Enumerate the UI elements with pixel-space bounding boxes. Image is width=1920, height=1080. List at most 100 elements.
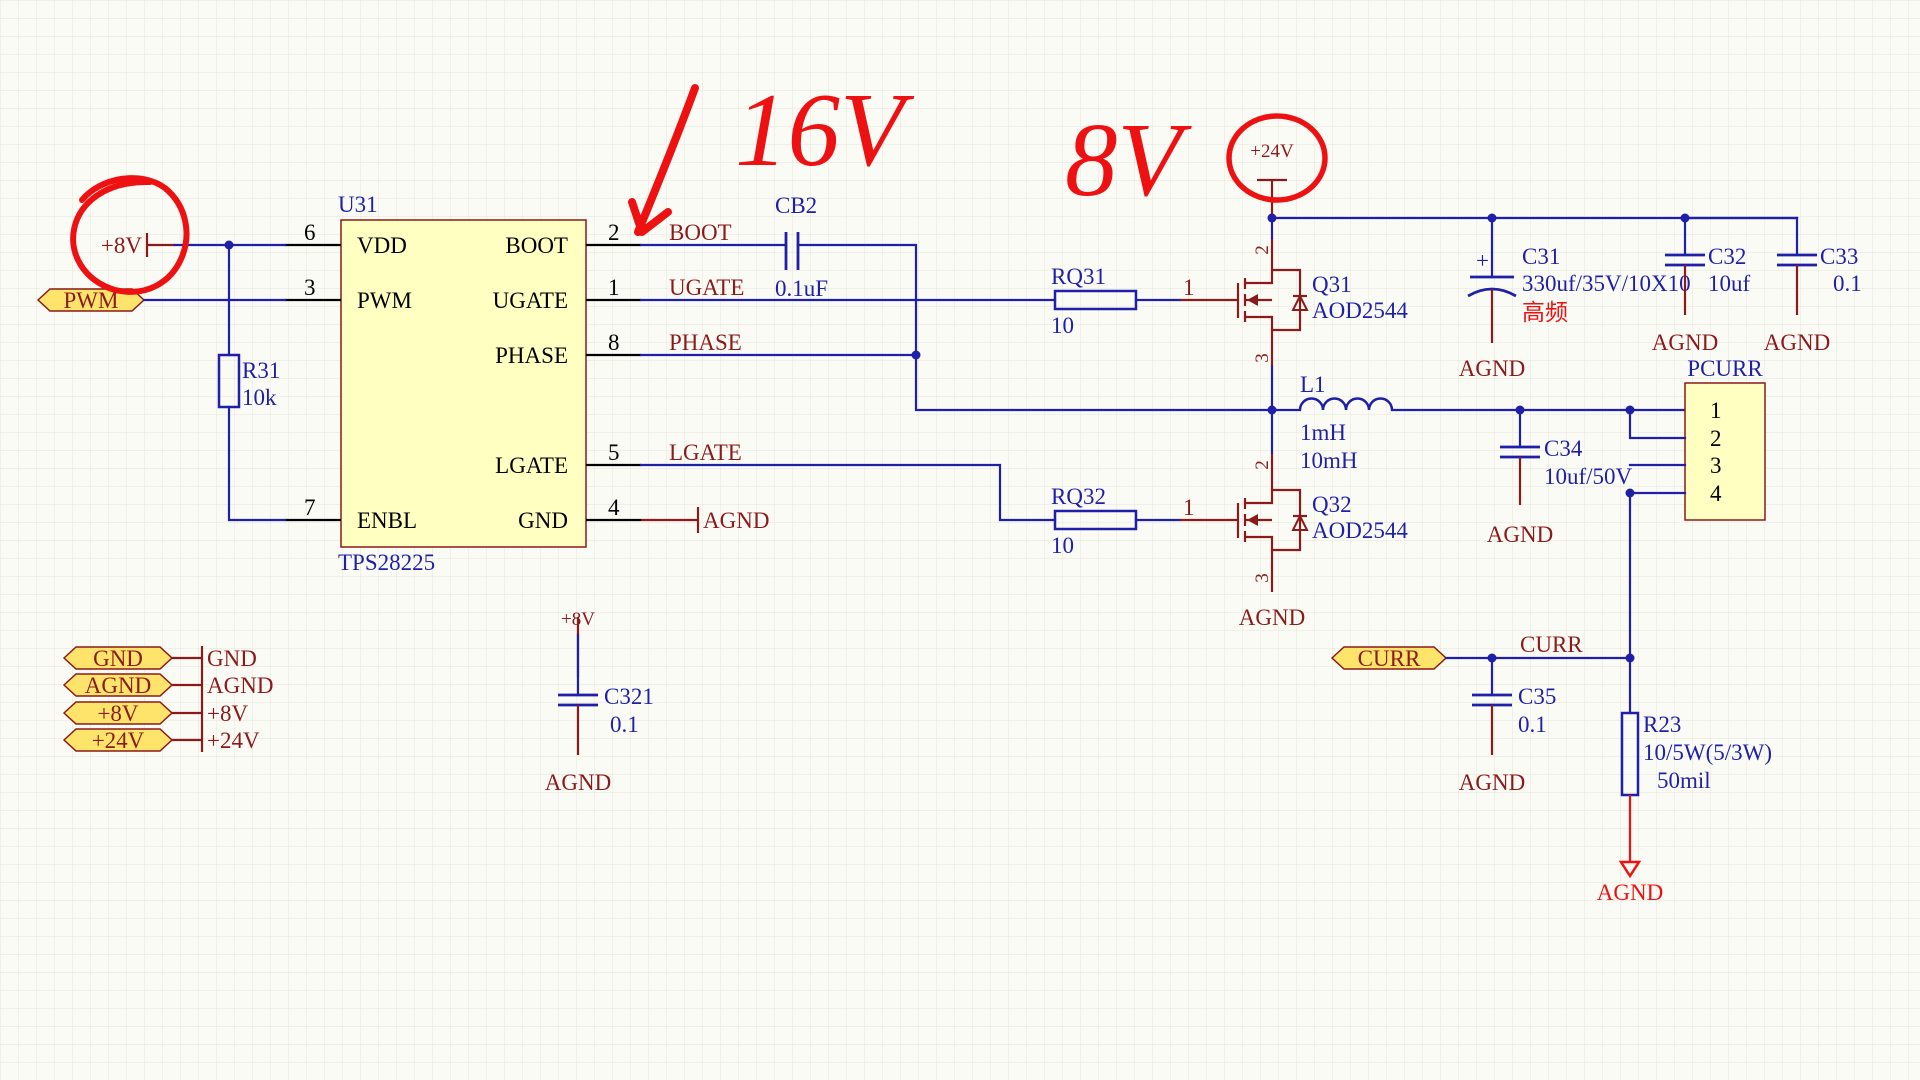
l1-inductor[interactable]: L1 1mH 10mH bbox=[1298, 372, 1394, 473]
c31-plus: + bbox=[1476, 248, 1489, 273]
l1-value2: 10mH bbox=[1300, 448, 1358, 473]
pcurr-pin3: 3 bbox=[1710, 453, 1722, 478]
agnd-q32-label: AGND bbox=[1239, 605, 1305, 630]
agnd-c34-label: AGND bbox=[1487, 522, 1553, 547]
agnd-r23-label: AGND bbox=[1597, 880, 1663, 905]
q32-pin-g: 1 bbox=[1183, 495, 1195, 520]
rq32-ref: RQ32 bbox=[1051, 484, 1106, 509]
port-p8v-label: +8V bbox=[97, 701, 138, 726]
c33-value: 0.1 bbox=[1833, 271, 1862, 296]
pwm-port-label: PWM bbox=[64, 288, 119, 313]
net-phase: PHASE bbox=[669, 330, 742, 355]
l1-ref: L1 bbox=[1300, 372, 1326, 397]
agnd-c35-label: AGND bbox=[1459, 770, 1525, 795]
u31-pin-boot: BOOT bbox=[505, 233, 568, 258]
cb2-value: 0.1uF bbox=[775, 276, 828, 301]
q32-pin-d: 2 bbox=[1252, 460, 1273, 470]
c321-value: 0.1 bbox=[610, 712, 639, 737]
q31-pin-g: 1 bbox=[1183, 275, 1195, 300]
c31-ref: C31 bbox=[1522, 244, 1560, 269]
p24v-power[interactable]: +24V bbox=[1250, 141, 1294, 218]
q32-ref: Q32 bbox=[1312, 492, 1352, 517]
p8v-power-left[interactable]: +8V bbox=[101, 233, 175, 258]
r31-resistor[interactable]: R31 10k bbox=[217, 353, 280, 410]
annotation-8v: 8V bbox=[1065, 101, 1193, 218]
port-gnd-label: GND bbox=[93, 646, 143, 671]
u31-pin8-num: 8 bbox=[608, 330, 620, 355]
net-ugate: UGATE bbox=[669, 275, 744, 300]
r31-value: 10k bbox=[242, 385, 277, 410]
pcurr-ref: PCURR bbox=[1687, 356, 1763, 381]
stack-agnd-label: AGND bbox=[207, 673, 273, 698]
p8v-c321-label: +8V bbox=[561, 609, 595, 630]
u31-pin-ugate: UGATE bbox=[493, 288, 568, 313]
stack-gnd-label: GND bbox=[207, 646, 257, 671]
c31-capacitor[interactable]: + C31 330uf/35V/10X10 高频 bbox=[1467, 244, 1691, 325]
agnd-c33-label: AGND bbox=[1764, 330, 1830, 355]
agnd-c32-label: AGND bbox=[1652, 330, 1718, 355]
annotation-circle-8v bbox=[70, 175, 190, 295]
pcurr-connector[interactable]: PCURR 1 2 3 4 bbox=[1684, 356, 1766, 521]
c33-capacitor[interactable]: C33 0.1 bbox=[1777, 244, 1862, 296]
r23-resistor[interactable]: R23 10/5W(5/3W) 50mil bbox=[1620, 711, 1772, 797]
curr-port[interactable]: CURR bbox=[1330, 646, 1448, 671]
curr-port-label: CURR bbox=[1358, 646, 1421, 671]
u31-pin5-num: 5 bbox=[608, 440, 620, 465]
agnd-r23[interactable]: AGND bbox=[1597, 795, 1663, 905]
r23-ref: R23 bbox=[1643, 712, 1681, 737]
junction-24v-1 bbox=[1267, 213, 1277, 223]
u31-pin-lgate: LGATE bbox=[495, 453, 568, 478]
c35-ref: C35 bbox=[1518, 684, 1556, 709]
u31-part: TPS28225 bbox=[338, 550, 435, 575]
u31-pin-phase: PHASE bbox=[495, 343, 568, 368]
wire-lgate bbox=[639, 463, 1057, 522]
u31-pin6-num: 6 bbox=[304, 220, 316, 245]
q32-mosfet[interactable]: 1 2 3 Q32 AOD2544 bbox=[1180, 453, 1408, 592]
pcurr-pin4: 4 bbox=[1710, 481, 1722, 506]
port-p24v-label: +24V bbox=[92, 728, 145, 753]
net-curr: CURR bbox=[1520, 632, 1583, 657]
u31-pin-gnd: GND bbox=[518, 508, 568, 533]
u31-pin-vdd: VDD bbox=[357, 233, 407, 258]
q31-pin-d: 2 bbox=[1252, 245, 1273, 255]
q32-part: AOD2544 bbox=[1312, 518, 1408, 543]
c321-ref: C321 bbox=[604, 684, 654, 709]
q31-ref: Q31 bbox=[1312, 272, 1352, 297]
cb2-capacitor[interactable]: CB2 0.1uF bbox=[775, 193, 828, 301]
cb2-ref: CB2 bbox=[775, 193, 817, 218]
u31-designator: U31 bbox=[338, 192, 378, 217]
annotation-16v: 16V bbox=[628, 71, 915, 236]
c35-capacitor[interactable]: C35 0.1 bbox=[1472, 684, 1556, 737]
c32-capacitor[interactable]: C32 10uf bbox=[1665, 244, 1751, 296]
c34-ref: C34 bbox=[1544, 436, 1583, 461]
agnd-c321-label: AGND bbox=[545, 770, 611, 795]
wire-pcurr-2 bbox=[1628, 408, 1687, 440]
stack-p24v-label: +24V bbox=[207, 728, 260, 753]
rq31-resistor[interactable]: RQ31 10 bbox=[1051, 264, 1138, 338]
junction-phase bbox=[911, 350, 921, 360]
net-boot: BOOT bbox=[669, 220, 732, 245]
c31-value: 330uf/35V/10X10 bbox=[1522, 271, 1691, 296]
c31-note: 高频 bbox=[1522, 300, 1568, 325]
p24v-label: +24V bbox=[1250, 141, 1294, 162]
agnd-u31-label: AGND bbox=[703, 508, 769, 533]
rq31-value: 10 bbox=[1051, 313, 1074, 338]
q31-mosfet[interactable]: 1 2 3 Q31 AOD2544 bbox=[1180, 238, 1408, 367]
annotation-circle-24v bbox=[1226, 113, 1328, 203]
agnd-c31-label: AGND bbox=[1459, 356, 1525, 381]
u31-pin3-num: 3 bbox=[304, 275, 316, 300]
agnd-u31[interactable]: AGND bbox=[641, 507, 769, 533]
c35-value: 0.1 bbox=[1518, 712, 1547, 737]
l1-value: 1mH bbox=[1300, 420, 1346, 445]
u31-pin-enbl: ENBL bbox=[357, 508, 417, 533]
u31-pin1-num: 1 bbox=[608, 275, 620, 300]
port-stack[interactable]: GND AGND +8V +24V +24V GND AGND +8V +24V bbox=[62, 646, 273, 753]
r23-value2: 50mil bbox=[1657, 768, 1711, 793]
u31-chip[interactable]: U31 TPS28225 6 3 7 2 1 8 5 4 VDD PWM ENB… bbox=[285, 192, 641, 575]
net-lgate: LGATE bbox=[669, 440, 742, 465]
q31-pin-s: 3 bbox=[1252, 353, 1273, 363]
r23-value: 10/5W(5/3W) bbox=[1643, 740, 1772, 765]
c34-value: 10uf/50V bbox=[1544, 464, 1633, 489]
